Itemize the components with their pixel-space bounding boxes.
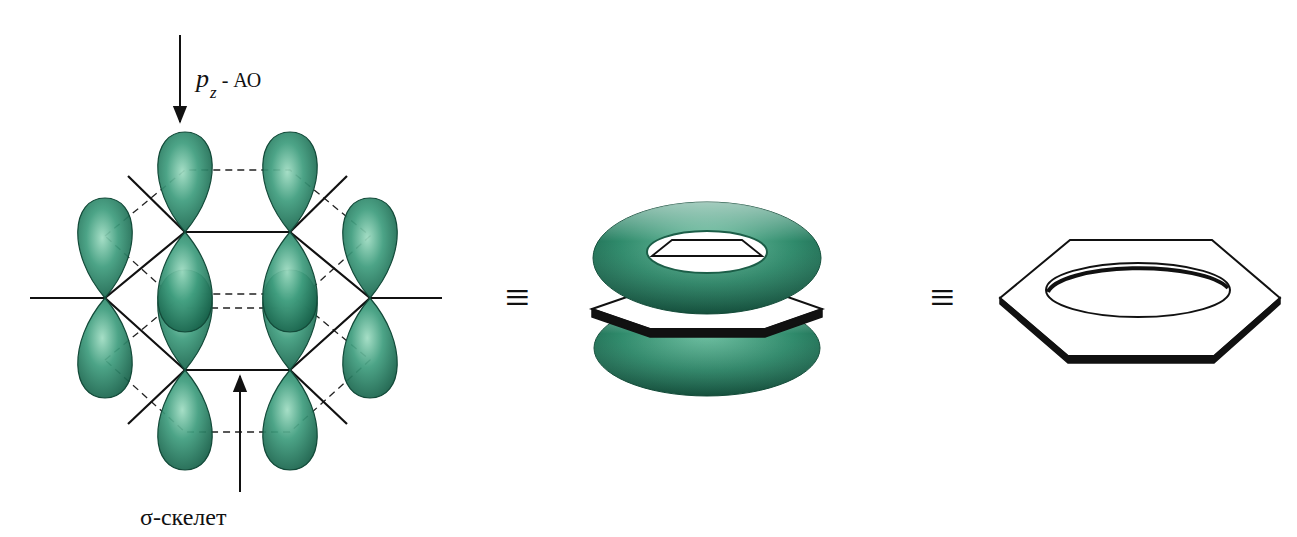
- overlap-dashed-line: [105, 294, 370, 432]
- pz-orbital-lobe: [263, 370, 317, 470]
- p-orbitals-figure: [30, 132, 442, 470]
- ch-bond: [370, 297, 442, 299]
- pz-orbital-lobe: [263, 132, 317, 232]
- pi-cloud-torus: [592, 202, 822, 396]
- pz-orbital-lobe: [158, 232, 212, 332]
- overlap-dashed-line: [105, 170, 370, 308]
- pz-orbital-lobe: [158, 370, 212, 470]
- pz-orbital-lobe: [78, 298, 132, 398]
- ch-bond: [30, 297, 105, 299]
- orbital-subscript: z: [210, 84, 217, 101]
- skeleton-label: σ-скелет: [140, 505, 226, 529]
- equivalence-sign: ≡: [930, 276, 955, 320]
- pz-orbital-lobe: [78, 198, 132, 298]
- callout-arrow: [239, 376, 241, 492]
- pz-orbital-lobe: [343, 198, 397, 298]
- orbital-label: - АО: [222, 70, 262, 90]
- equivalence-sign: ≡: [505, 276, 530, 320]
- benzene-symbol: [1000, 240, 1280, 363]
- callout-arrow: [179, 35, 181, 122]
- pz-orbital-lobe: [263, 232, 317, 332]
- pz-orbital-lobe: [158, 132, 212, 232]
- sigma-skeleton: [105, 232, 370, 370]
- orbital-label: p: [196, 66, 209, 92]
- pz-orbital-lobe: [343, 298, 397, 398]
